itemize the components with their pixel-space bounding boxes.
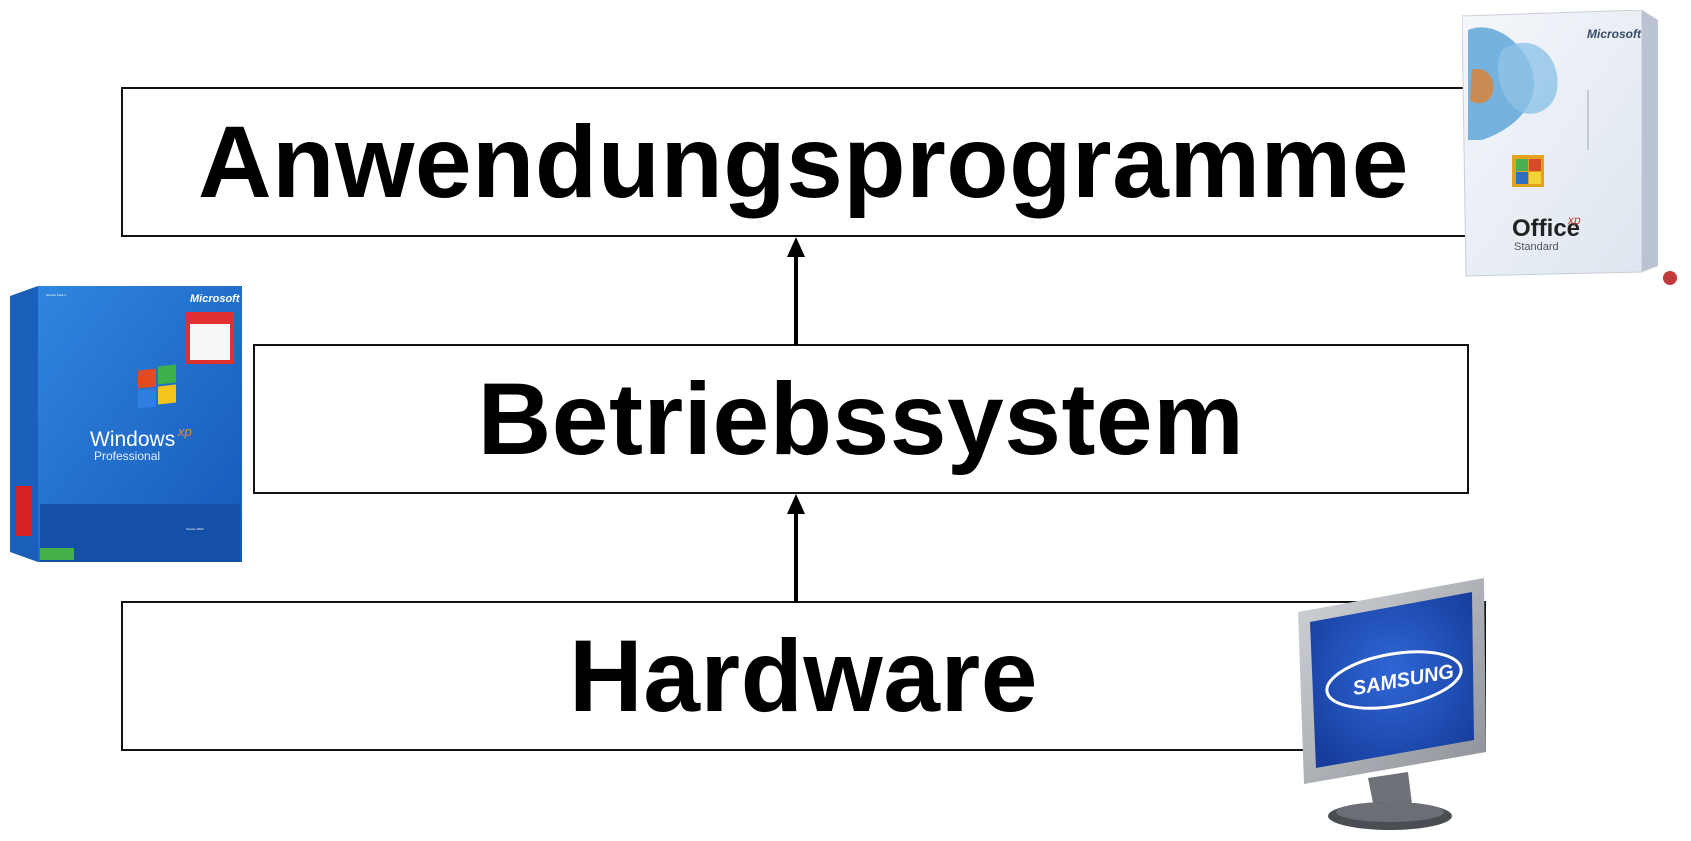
monitor-icon: SAMSUNG xyxy=(1240,576,1490,841)
windows-edition-text: xp xyxy=(177,424,192,439)
windows-service-pack-text: Service Pack 2 xyxy=(46,293,66,297)
arrow-up-icon xyxy=(781,237,811,345)
windows-box-icon: Service Pack 2 Microsoft Windows xp Prof… xyxy=(10,286,245,571)
windows-brand-text: Microsoft xyxy=(190,293,241,305)
office-product-text: Office xyxy=(1512,215,1580,242)
layer-box-applications: Anwendungsprogramme xyxy=(121,87,1486,237)
office-edition-text: xp xyxy=(1567,213,1581,227)
office-variant-text: Standard xyxy=(1514,241,1559,253)
office-box-icon: Microsoft Office xp Standard xyxy=(1461,9,1677,297)
office-brand-text: Microsoft xyxy=(1587,27,1642,41)
layer-label-hardware: Hardware xyxy=(569,619,1038,733)
layer-box-hardware: Hardware xyxy=(121,601,1486,751)
windows-version-text: Version 2002 xyxy=(186,527,204,531)
layer-label-operating-system: Betriebssystem xyxy=(477,362,1245,476)
windows-product-text: Windows xyxy=(90,428,175,451)
layer-label-applications: Anwendungsprogramme xyxy=(198,105,1409,219)
arrow-up-icon xyxy=(781,494,811,602)
layer-box-operating-system: Betriebssystem xyxy=(253,344,1469,494)
windows-variant-text: Professional xyxy=(94,449,160,463)
